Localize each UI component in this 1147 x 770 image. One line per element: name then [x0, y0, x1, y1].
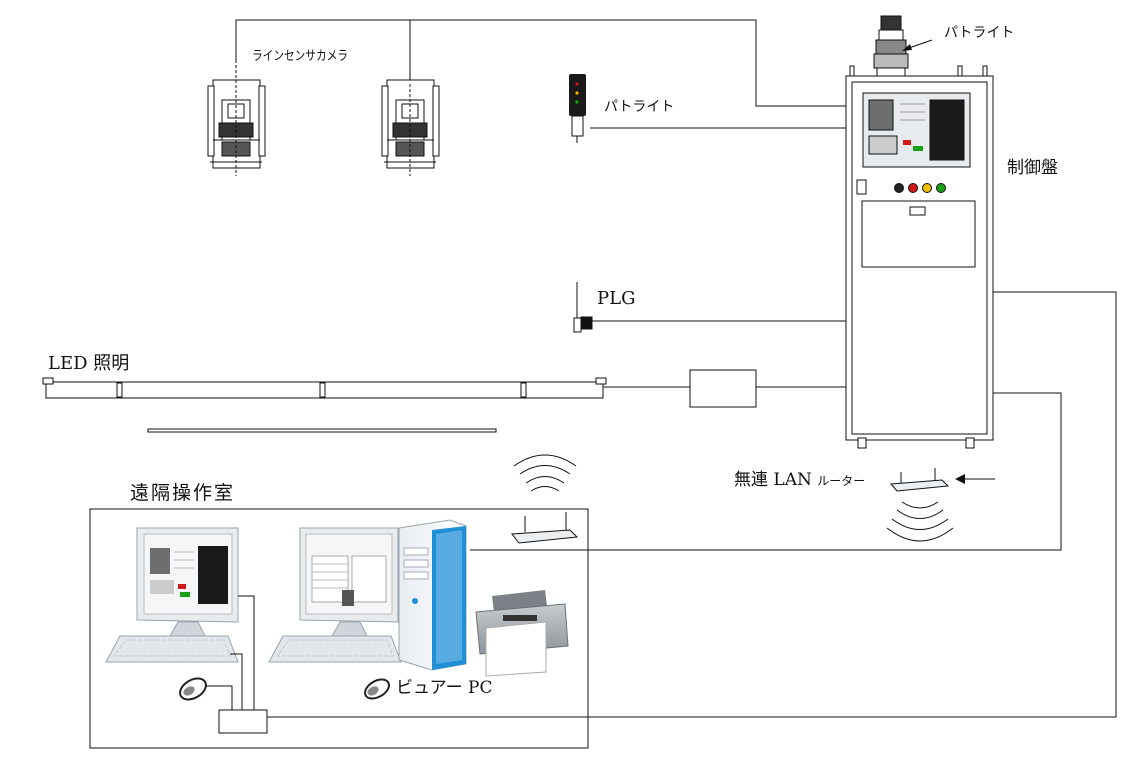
control-panel-label: 制御盤 [1007, 158, 1058, 178]
mouse-viewer-icon [364, 678, 390, 700]
router-cable [470, 392, 1062, 551]
wiring [235, 19, 1117, 718]
remote-cable [267, 291, 1117, 718]
pulse-generator-icon [573, 282, 593, 333]
mouse-icon [179, 677, 207, 701]
wireless-router-prefix: 無連 LAN [734, 470, 812, 490]
control-panel-cabinet [845, 65, 994, 449]
pc-tower-icon [398, 519, 467, 671]
wireless-router-remote-icon [511, 512, 579, 544]
monitor-icon [136, 527, 239, 637]
line-sensor-camera-1 [207, 60, 266, 176]
plg-label: PLG [597, 288, 636, 309]
kvm-switch-box [218, 709, 268, 734]
line-sensor-camera-2 [381, 79, 440, 176]
led-lighting-bar [42, 377, 607, 433]
viewer-pc-label: ビュアー PC [396, 678, 493, 698]
radio-waves-panel [886, 501, 954, 542]
led-lighting-label: LED 照明 [48, 353, 130, 374]
led-power-supply [689, 369, 757, 408]
remote-room-frame [89, 508, 589, 749]
patlite-signal-tower-icon [569, 74, 586, 143]
patlite-mid-label: パトライト [604, 99, 675, 115]
remote-room-label: 遠隔操作室 [130, 482, 236, 504]
router-arrowhead [955, 474, 965, 484]
patlite-top-label: パトライト [944, 25, 1015, 41]
wireless-router-suffix: ルーター [817, 474, 866, 488]
radio-waves-remote [513, 454, 577, 492]
camera-cable [235, 19, 846, 107]
remote-wiring [205, 595, 255, 710]
line-camera-label: ラインセンサカメラ [252, 49, 348, 64]
patlite-top-arrowhead [902, 44, 912, 51]
keyboard-viewer-icon [268, 635, 402, 663]
printer-icon [475, 590, 569, 677]
monitor-viewer-icon [299, 527, 399, 637]
wireless-router-icon [889, 468, 950, 492]
patlite-top-icon [873, 15, 909, 77]
keyboard-icon [105, 635, 239, 663]
wireless-router-label: 無連 LAN ルーター [734, 472, 865, 489]
